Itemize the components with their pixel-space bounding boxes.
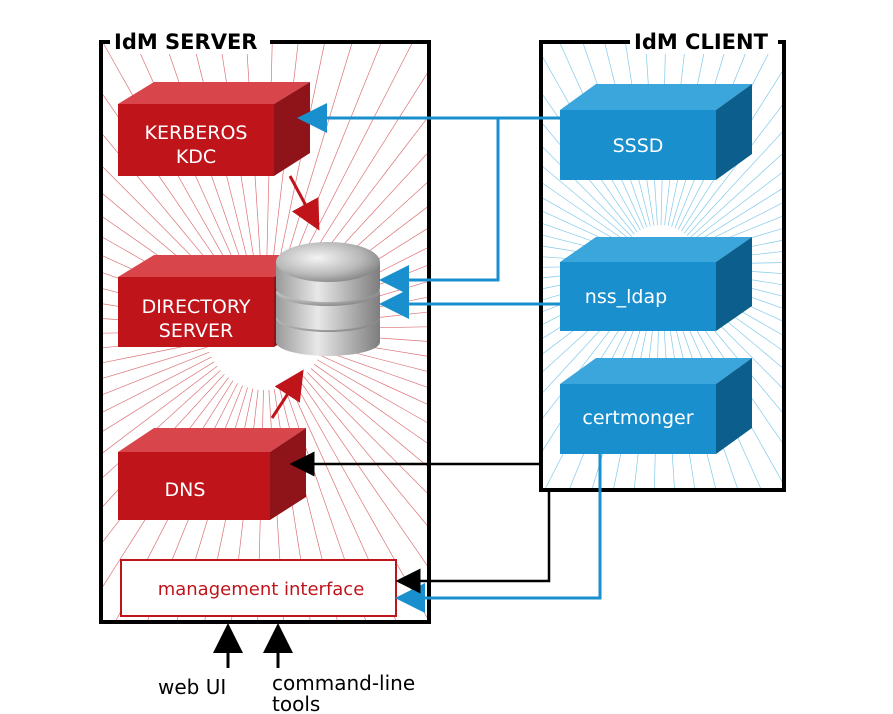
kdc-to-directory-arrow [288, 175, 320, 231]
background-ray [303, 375, 428, 526]
background-ray [102, 361, 215, 432]
background-ray [542, 147, 633, 237]
background-ray [691, 172, 783, 242]
certmonger-to-management-arrow [395, 454, 602, 613]
idm-client-frame: IdM CLIENT [539, 28, 786, 492]
client-to-management-arrow [395, 490, 551, 594]
idm-server-frame: IdM SERVER [99, 28, 431, 624]
background-ray [684, 105, 783, 234]
background-ray [102, 351, 210, 395]
background-ray [689, 153, 783, 239]
idm-client-title: IdM CLIENT [634, 30, 769, 54]
certmonger-label: certmonger [582, 407, 693, 429]
database-icon [276, 242, 380, 356]
nss-ldap-box[interactable]: nss_ldap [560, 237, 752, 331]
background-ray [102, 346, 208, 379]
dns-label: DNS [165, 479, 206, 501]
sssd-label: SSSD [613, 135, 664, 157]
background-ray [282, 43, 353, 273]
background-ray [693, 188, 783, 245]
idm-server-title: IdM SERVER [114, 30, 257, 54]
background-ray [307, 372, 428, 494]
background-ray [310, 368, 428, 467]
background-ray [319, 354, 428, 405]
sssd-to-directory-arrow [379, 118, 500, 295]
background-ray [102, 356, 212, 413]
kdc-label: KDC [176, 146, 216, 168]
background-ray [102, 365, 218, 453]
dns-box[interactable]: DNS [118, 428, 306, 520]
background-ray [287, 43, 381, 275]
management-interface-label: management interface [158, 579, 365, 600]
nss-ldap-label: nss_ldap [585, 286, 667, 308]
background-ray [542, 166, 630, 240]
background-ray [542, 183, 628, 243]
kerberos-label: KERBEROS [145, 122, 248, 144]
background-ray [292, 43, 413, 277]
web-ui-label: web UI [158, 675, 226, 699]
background-ray [298, 379, 428, 566]
background-ray [686, 132, 783, 236]
command-line-label: command-line [272, 671, 415, 695]
certmonger-box[interactable]: certmonger [560, 358, 752, 454]
sssd-box[interactable]: SSSD [560, 84, 752, 180]
management-interface-box[interactable]: management interface [120, 559, 397, 617]
background-ray [314, 364, 428, 444]
kerberos-kdc-box[interactable]: KERBEROS KDC [118, 82, 310, 176]
background-ray [316, 359, 428, 423]
background-ray [321, 349, 428, 388]
dns-to-directory-arrow [270, 369, 304, 419]
tools-label: tools [272, 692, 320, 714]
server-label: SERVER [159, 320, 233, 342]
directory-label: DIRECTORY [142, 296, 251, 318]
